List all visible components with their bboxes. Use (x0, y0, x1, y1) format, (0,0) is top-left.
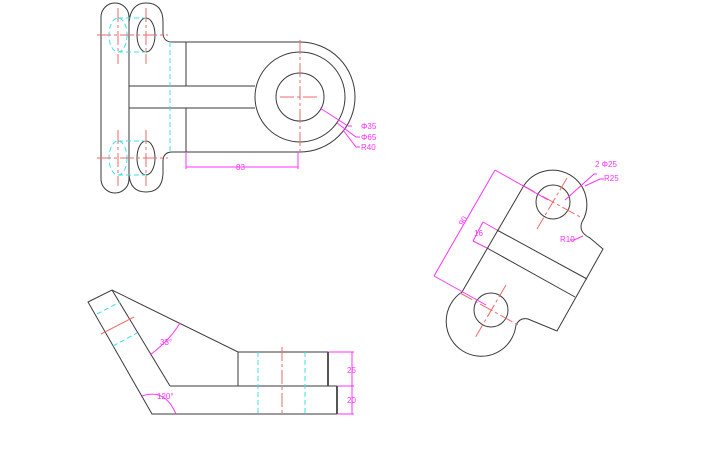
centerline (536, 177, 568, 230)
dim-90-text: 90 (457, 214, 470, 227)
front-outline (87, 289, 338, 415)
leader-radius (342, 129, 360, 148)
leader-boss (336, 122, 360, 138)
dim-90-lines (433, 169, 549, 306)
dim-height-lines (329, 351, 354, 415)
dim-bore-text: Φ35 (361, 122, 377, 131)
upper-hole (535, 184, 571, 220)
leader-r25 (584, 178, 604, 187)
front-view: 33° 120° 25 20 (87, 289, 356, 415)
dim-r25-text: R25 (604, 174, 619, 183)
top-view: 83 Φ35 Φ65 R40 (97, 2, 377, 194)
hidden-line (96, 301, 121, 315)
band-line-upper (496, 229, 588, 280)
dim-r10-text: R10 (560, 235, 575, 244)
dim-83-lines (185, 152, 299, 169)
dim-33-text: 33° (160, 338, 172, 347)
dim-16-lines (472, 221, 498, 249)
dim-20-text: 20 (347, 396, 356, 405)
dim-120-text: 120° (157, 392, 174, 401)
dim-radius-text: R40 (361, 143, 376, 152)
rotated-outline (445, 169, 604, 357)
dim-boss-text: Φ65 (361, 133, 377, 142)
leader-r10 (570, 235, 584, 241)
dim-83-text: 83 (236, 163, 245, 172)
dim-25-text: 25 (347, 366, 356, 375)
left-ear-outer (100, 2, 130, 194)
arm-inner-line (111, 289, 171, 387)
dim-holes-text: 2 Φ25 (595, 160, 618, 169)
body-outline (172, 41, 356, 153)
right-ear-outline (128, 2, 173, 193)
dim-33-arc (149, 322, 181, 356)
dim-120-arc (141, 393, 177, 415)
band-line-lower (486, 247, 576, 298)
centerline (474, 284, 507, 339)
dim-16-text: 16 (474, 229, 483, 238)
leader-holes (564, 173, 597, 201)
centerline (459, 292, 521, 327)
leader-bore (319, 107, 352, 127)
arm-centerline (100, 316, 135, 335)
hidden-line (112, 332, 138, 347)
rotated-view: 90 16 2 Φ25 R25 R10 (433, 160, 619, 357)
lower-hole (473, 292, 509, 328)
